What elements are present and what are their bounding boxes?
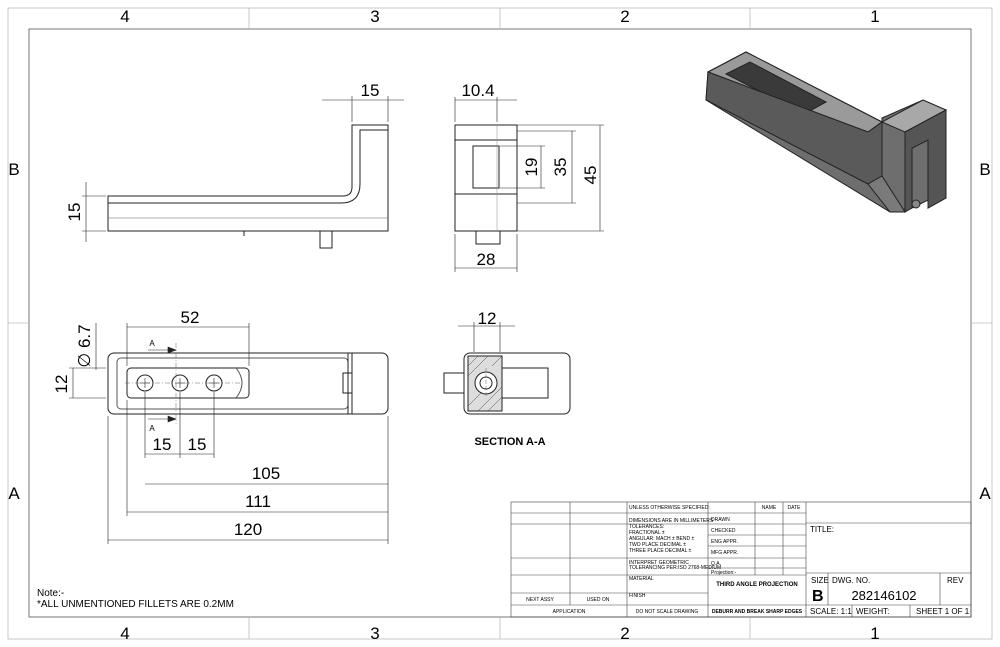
tb-name: NAME [762,505,777,511]
top-dim-111: 111 [245,492,271,511]
tb-title-label: TITLE: [810,525,834,534]
tb-eng-appr: ENG APPR. [711,539,738,545]
top-dim-120: 120 [234,520,262,539]
tb-tolerances: TOLERANCES: [629,524,664,530]
side-view-tab [475,230,501,245]
zone-col-3-top: 3 [370,7,379,26]
section-tab [443,372,465,394]
front-view [107,124,389,249]
tb-do-not-scale: DO NOT SCALE DRAWING [636,609,699,615]
side-dim-35: 35 [551,158,570,177]
section-marker-top: A [149,339,155,348]
note-text: *ALL UNMENTIONED FILLETS ARE 0.2MM [37,599,234,610]
zone-col-3-bottom: 3 [370,624,379,643]
top-dim-52: 52 [181,308,200,327]
section-view [443,352,571,415]
top-view-notch [342,372,353,394]
zone-col-4-top: 4 [120,7,129,26]
top-view [107,343,389,424]
tb-sheet: SHEET 1 OF 1 [916,607,970,616]
top-dim-15-b: 15 [188,435,207,454]
note-heading: Note:- [37,588,64,599]
tb-used-on: USED ON [587,597,610,603]
tb-fractional: FRACTIONAL ± [629,530,665,536]
section-marker-bottom: A [149,424,155,433]
tb-application: APPLICATION [553,609,586,615]
tb-angular: ANGULAR: MACH ± BEND ± [629,536,694,542]
tb-tolerancing: TOLERANCING PER:ISO 2768-MEDIUM [629,565,721,571]
front-dim-15-top: 15 [361,81,380,100]
zone-col-1-top: 1 [870,7,879,26]
tb-interpret: INTERPRET GEOMETRIC [629,560,689,566]
front-view-dims [82,96,404,242]
zone-col-2-top: 2 [620,7,629,26]
tb-third-angle: THIRD ANGLE PROJECTION [716,582,797,588]
side-view [454,124,518,245]
tb-next-assy: NEXT ASSY [526,597,554,603]
tb-mfg-appr: MFG APPR. [711,550,738,556]
zone-col-2-bottom: 2 [620,624,629,643]
tb-weight: WEIGHT: [856,607,889,616]
tb-projection: Projection:- [711,570,737,576]
side-dim-19: 19 [522,158,541,177]
top-view-dims [69,323,389,544]
tb-three-place: THREE PLACE DECIMAL ± [629,548,692,554]
top-dim-12: 12 [52,375,71,394]
zone-row-a-left: A [8,484,20,503]
side-dim-28: 28 [477,250,496,269]
side-dim-10-4: 10.4 [461,81,494,100]
title-block [510,501,972,618]
tb-scale: SCALE: 1:1 [810,607,852,616]
side-view-outline [454,124,518,232]
zone-ticks [8,8,992,639]
side-view-dims [454,97,604,272]
side-dim-45: 45 [581,166,600,185]
top-dim-105: 105 [252,464,280,483]
tb-dwg-no-value: 282146102 [851,588,916,603]
zone-row-b-left: B [8,160,19,179]
isometric-view [705,51,948,213]
tb-date: DATE [788,505,802,511]
tb-qa: Q.A. [711,561,721,567]
side-view-slot [472,145,500,189]
section-dims [458,322,515,352]
zone-row-b-right: B [979,160,990,179]
tb-two-place: TWO PLACE DECIMAL ± [629,542,686,548]
tb-drawn: DRAWN [711,517,730,523]
tb-deburr: DEBURR AND BREAK SHARP EDGES [712,609,803,615]
top-dim-diameter: ∅ 6.7 [75,324,94,367]
top-view-outline [107,352,389,415]
iso-post-side [904,109,947,213]
tb-material: MATERIAL [629,576,654,582]
tb-size-label: SIZE [811,576,829,585]
top-dim-15-a: 15 [153,435,172,454]
section-slot [501,367,549,399]
zone-col-4-bottom: 4 [120,624,129,643]
front-dim-15-left: 15 [65,203,84,222]
tb-checked: CHECKED [711,528,736,534]
front-view-outline [107,124,389,232]
zone-col-1-bottom: 1 [870,624,879,643]
front-view-tab [319,230,333,249]
tb-unless: UNLESS OTHERWISE SPECIFIED: [629,505,710,511]
tb-size-value: B [812,588,824,605]
tb-dimensions: DIMENSIONS ARE IN MILLIMETERS [629,518,714,524]
tb-dwg-no-label: DWG. NO. [832,576,870,585]
front-view-inner-edge [108,129,388,204]
tb-rev-label: REV [947,576,964,585]
section-label: SECTION A-A [474,436,545,448]
section-dim-12: 12 [478,309,497,328]
tb-finish: FINISH [629,593,646,599]
zone-row-a-right: A [979,484,991,503]
